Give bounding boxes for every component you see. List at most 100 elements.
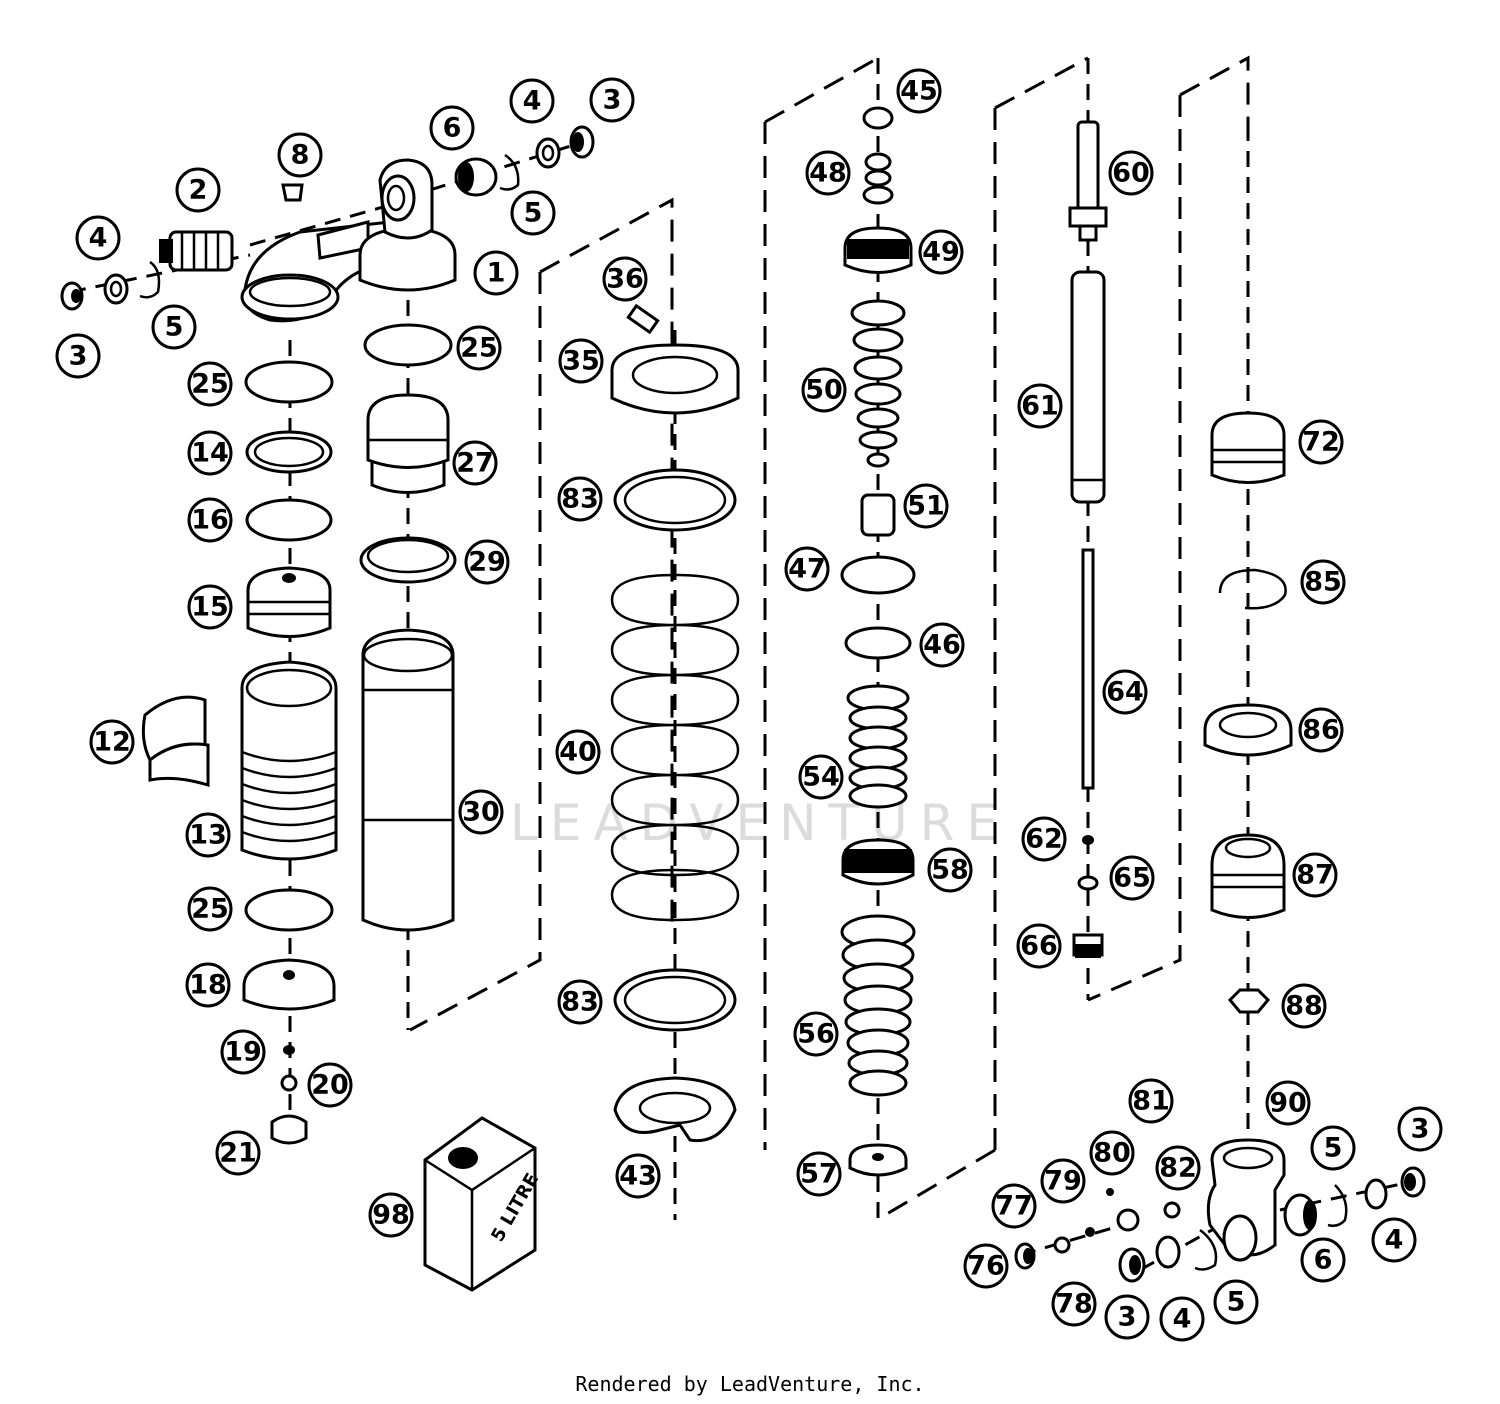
callout-5-bottom: 5 bbox=[1213, 1279, 1259, 1325]
callout-3-bottom: 3 bbox=[1104, 1294, 1150, 1340]
svg-text:87: 87 bbox=[1296, 860, 1334, 891]
callout-30: 30 bbox=[458, 789, 504, 835]
callout-57: 57 bbox=[796, 1151, 842, 1197]
callout-15: 15 bbox=[187, 584, 233, 630]
callout-27: 27 bbox=[452, 440, 498, 486]
svg-text:13: 13 bbox=[189, 820, 227, 851]
svg-text:3: 3 bbox=[69, 341, 88, 372]
callout-64: 64 bbox=[1102, 669, 1148, 715]
callout-5-right: 5 bbox=[1310, 1125, 1356, 1171]
svg-text:76: 76 bbox=[967, 1251, 1005, 1282]
svg-text:4: 4 bbox=[523, 86, 542, 117]
callout-98: 98 bbox=[368, 1192, 414, 1238]
callout-3-top: 3 bbox=[589, 77, 635, 123]
svg-text:58: 58 bbox=[931, 855, 969, 886]
callout-4-right: 4 bbox=[1371, 1217, 1417, 1263]
callout-83-a: 83 bbox=[557, 476, 603, 522]
callout-77: 77 bbox=[991, 1183, 1037, 1229]
svg-text:25: 25 bbox=[460, 333, 498, 364]
callout-35: 35 bbox=[558, 338, 604, 384]
svg-text:43: 43 bbox=[619, 1161, 657, 1192]
callout-65: 65 bbox=[1109, 855, 1155, 901]
svg-text:30: 30 bbox=[462, 797, 500, 828]
svg-text:2: 2 bbox=[189, 175, 208, 206]
svg-text:19: 19 bbox=[224, 1037, 262, 1068]
callout-49: 49 bbox=[918, 229, 964, 275]
callout-43: 43 bbox=[615, 1153, 661, 1199]
svg-text:60: 60 bbox=[1112, 158, 1150, 189]
callout-88: 88 bbox=[1281, 983, 1327, 1029]
valve-adjuster bbox=[159, 230, 234, 272]
svg-text:49: 49 bbox=[922, 237, 960, 268]
callout-50: 50 bbox=[801, 367, 847, 413]
svg-text:51: 51 bbox=[907, 491, 945, 522]
callout-12: 12 bbox=[89, 719, 135, 765]
callout-56: 56 bbox=[793, 1011, 839, 1057]
callout-81: 81 bbox=[1128, 1078, 1174, 1124]
callout-58: 58 bbox=[927, 847, 973, 893]
svg-text:3: 3 bbox=[1118, 1302, 1137, 1333]
svg-text:57: 57 bbox=[800, 1159, 838, 1190]
piston-rod bbox=[1068, 120, 1108, 958]
callout-20: 20 bbox=[307, 1062, 353, 1108]
watermark-text: LEADVENTURE bbox=[510, 794, 1010, 852]
svg-text:3: 3 bbox=[1411, 1114, 1430, 1145]
callout-8: 8 bbox=[277, 132, 323, 178]
svg-text:98: 98 bbox=[372, 1200, 410, 1231]
callout-16: 16 bbox=[187, 497, 233, 543]
callout-3-right: 3 bbox=[1397, 1106, 1443, 1152]
compression-adjuster-parts bbox=[1203, 411, 1293, 1014]
svg-text:15: 15 bbox=[191, 592, 229, 623]
callout-5-left: 5 bbox=[151, 304, 197, 350]
svg-text:29: 29 bbox=[468, 547, 506, 578]
svg-text:82: 82 bbox=[1159, 1153, 1197, 1184]
callout-51: 51 bbox=[903, 483, 949, 529]
svg-text:83: 83 bbox=[561, 987, 599, 1018]
callout-4-bottom: 4 bbox=[1159, 1296, 1205, 1342]
callout-78: 78 bbox=[1051, 1281, 1097, 1327]
svg-text:64: 64 bbox=[1106, 677, 1144, 708]
svg-text:5: 5 bbox=[1227, 1287, 1246, 1318]
callout-47: 47 bbox=[784, 546, 830, 592]
callout-25-c: 25 bbox=[187, 886, 233, 932]
callout-29: 29 bbox=[464, 539, 510, 585]
shock-body-eye bbox=[358, 158, 457, 292]
callout-87: 87 bbox=[1292, 852, 1338, 898]
svg-text:5: 5 bbox=[165, 312, 184, 343]
svg-text:35: 35 bbox=[562, 346, 600, 377]
callout-66: 66 bbox=[1016, 923, 1062, 969]
callout-36: 36 bbox=[602, 256, 648, 302]
svg-text:66: 66 bbox=[1020, 931, 1058, 962]
footer-credit: Rendered by LeadVenture, Inc. bbox=[575, 1372, 925, 1396]
svg-text:72: 72 bbox=[1302, 427, 1340, 458]
svg-text:80: 80 bbox=[1093, 1138, 1131, 1169]
svg-text:81: 81 bbox=[1132, 1086, 1170, 1117]
svg-text:83: 83 bbox=[561, 484, 599, 515]
callout-48: 48 bbox=[805, 150, 851, 196]
callout-79: 79 bbox=[1040, 1158, 1086, 1204]
svg-text:14: 14 bbox=[191, 438, 229, 469]
svg-text:4: 4 bbox=[1173, 1304, 1192, 1335]
callout-4-top: 4 bbox=[509, 78, 555, 124]
callout-90: 90 bbox=[1265, 1080, 1311, 1126]
callout-6-top: 6 bbox=[429, 105, 475, 151]
svg-text:8: 8 bbox=[291, 140, 310, 171]
svg-text:40: 40 bbox=[559, 737, 597, 768]
callout-4-left: 4 bbox=[75, 215, 121, 261]
svg-text:50: 50 bbox=[805, 375, 843, 406]
svg-text:16: 16 bbox=[191, 505, 229, 536]
svg-text:48: 48 bbox=[809, 158, 847, 189]
svg-text:5: 5 bbox=[524, 198, 543, 229]
spring-assembly bbox=[610, 303, 740, 1143]
svg-text:25: 25 bbox=[191, 369, 229, 400]
svg-text:65: 65 bbox=[1113, 863, 1151, 894]
svg-text:62: 62 bbox=[1025, 824, 1063, 855]
callout-40: 40 bbox=[555, 729, 601, 775]
svg-text:21: 21 bbox=[219, 1138, 257, 1169]
svg-text:20: 20 bbox=[311, 1070, 349, 1101]
svg-text:77: 77 bbox=[995, 1191, 1033, 1222]
svg-text:4: 4 bbox=[1385, 1225, 1404, 1256]
reservoir-parts bbox=[141, 360, 338, 1145]
callout-83-b: 83 bbox=[557, 979, 603, 1025]
